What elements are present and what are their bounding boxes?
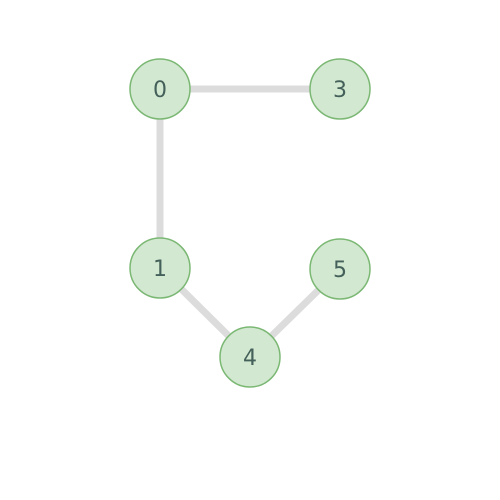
node-4: 4 bbox=[219, 326, 281, 388]
node-label-4: 4 bbox=[243, 346, 257, 371]
node-circle-5 bbox=[309, 238, 371, 300]
edges-layer bbox=[156, 85, 343, 360]
node-label-3: 3 bbox=[333, 78, 347, 103]
node-5: 5 bbox=[309, 238, 371, 300]
node-circle-0 bbox=[129, 58, 191, 120]
node-label-5: 5 bbox=[333, 258, 347, 283]
node-0: 0 bbox=[129, 58, 191, 120]
node-circle-1 bbox=[129, 237, 191, 299]
node-1: 1 bbox=[129, 237, 191, 299]
node-circle-3 bbox=[309, 58, 371, 120]
node-label-0: 0 bbox=[153, 78, 167, 103]
node-3: 3 bbox=[309, 58, 371, 120]
node-circle-4 bbox=[219, 326, 281, 388]
node-label-1: 1 bbox=[153, 257, 167, 282]
nodes-layer: 0 1 3 4 5 bbox=[129, 58, 371, 388]
